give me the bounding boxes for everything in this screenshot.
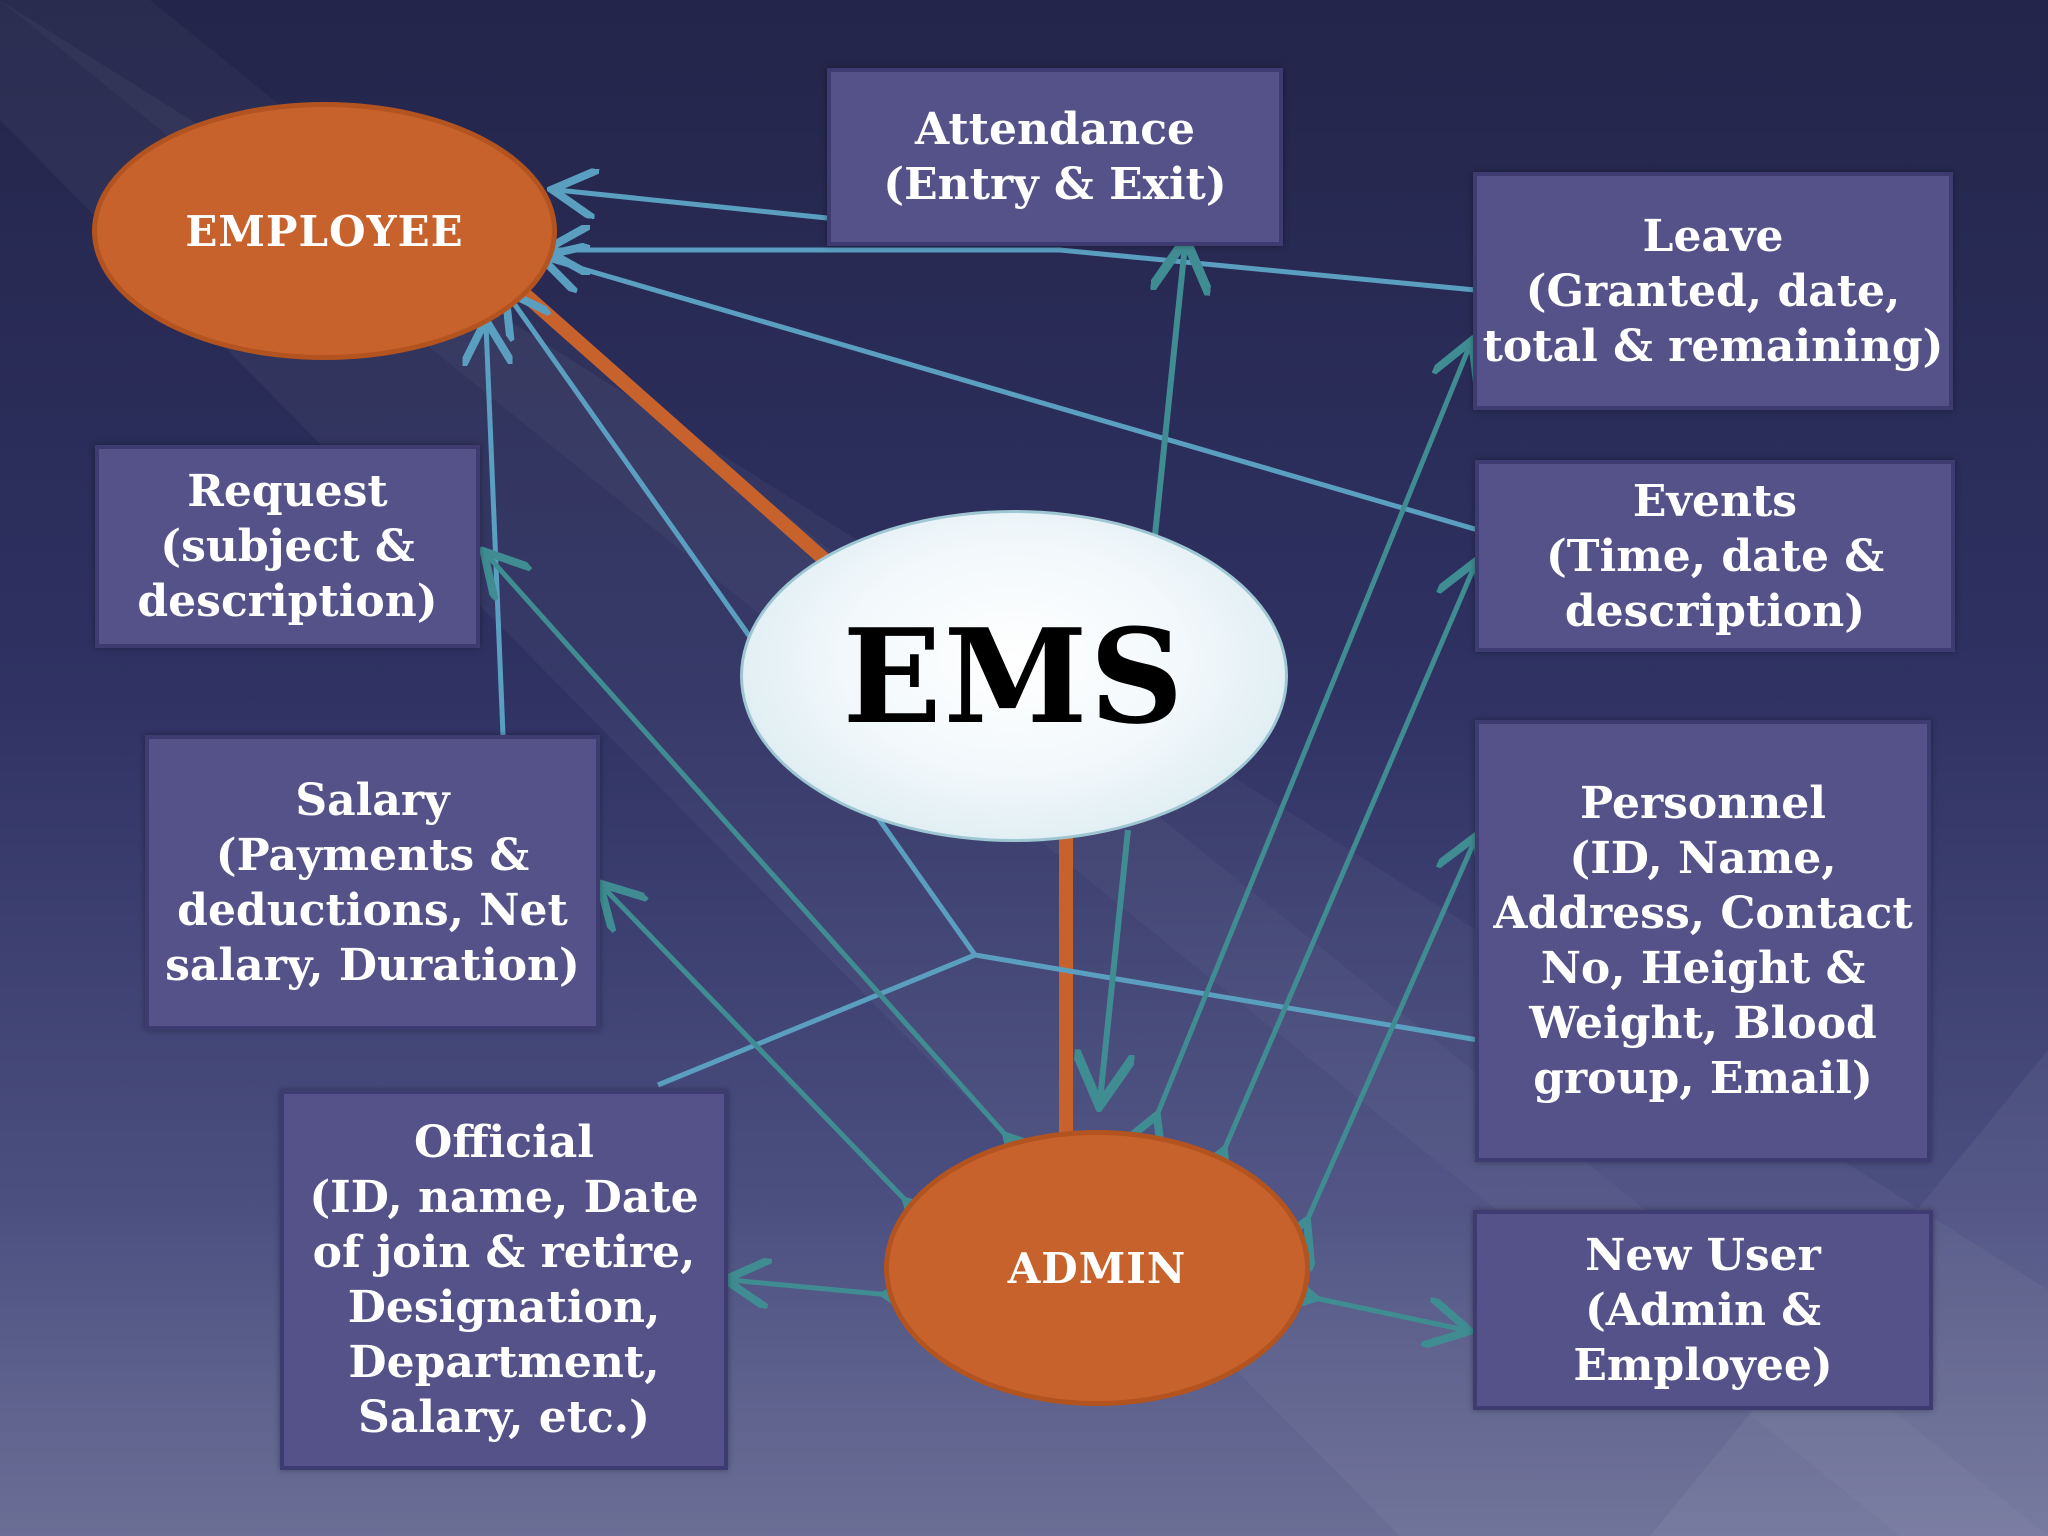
arrow-admin-official [730,1280,890,1295]
arrow-ems-attendance [1155,245,1185,536]
new-user-box[interactable]: New User (Admin & Employee) [1473,1210,1933,1410]
arrow-ems-admin [1100,829,1128,1100]
arrow-salary-employee [486,325,503,736]
request-label: Request (subject & description) [137,466,438,627]
arrow-leave-employee [550,250,1476,293]
attendance-box[interactable]: Attendance (Entry & Exit) [827,68,1283,246]
arrow-attendance-employee [557,190,828,221]
arrow-official-link [657,952,976,1088]
arrow-events-employee [545,258,1479,533]
events-label: Events (Time, date & description) [1545,475,1885,637]
attendance-label: Attendance (Entry & Exit) [883,104,1227,210]
salary-box[interactable]: Salary (Payments & deductions, Net salar… [145,735,600,1030]
line-ems-employee [515,284,830,566]
admin-node[interactable]: ADMIN [884,1130,1310,1406]
new-user-label: New User (Admin & Employee) [1573,1229,1833,1391]
leave-box[interactable]: Leave (Granted, date, total & remaining) [1473,172,1953,410]
request-box[interactable]: Request (subject & description) [95,445,480,648]
salary-label: Salary (Payments & deductions, Net salar… [165,774,580,991]
arrow-admin-personnel [1305,840,1475,1225]
arrow-admin-newuser [1310,1297,1465,1330]
official-label: Official (ID, name, Date of join & retir… [309,1117,699,1443]
ems-label: EMS [842,599,1186,753]
personnel-label: Personnel (ID, Name, Address, Contact No… [1493,778,1913,1104]
personnel-box[interactable]: Personnel (ID, Name, Address, Contact No… [1475,720,1931,1162]
arrow-admin-salary [603,887,910,1205]
ems-node[interactable]: EMS [740,510,1288,842]
leave-label: Leave (Granted, date, total & remaining) [1482,210,1944,372]
official-box[interactable]: Official (ID, name, Date of join & retir… [280,1090,728,1470]
employee-label: EMPLOYEE [185,206,464,256]
employee-node[interactable]: EMPLOYEE [92,102,557,360]
admin-label: ADMIN [1007,1243,1187,1293]
events-box[interactable]: Events (Time, date & description) [1475,460,1955,652]
